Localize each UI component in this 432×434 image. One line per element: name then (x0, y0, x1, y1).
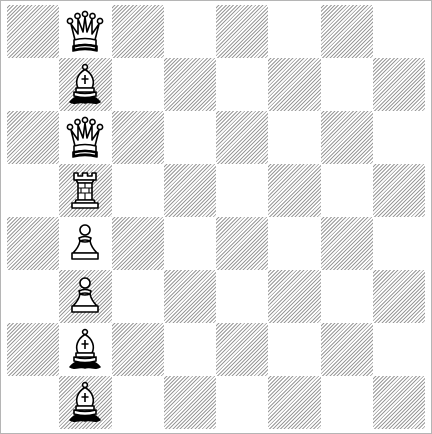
board-square-r1-c5[interactable] (268, 58, 320, 111)
board-square-r0-c7[interactable] (373, 5, 425, 58)
board-square-r2-c4[interactable] (216, 111, 268, 164)
board-square-r5-c3[interactable] (164, 270, 216, 323)
board-square-r4-c2[interactable] (112, 217, 164, 270)
board-square-r5-c7[interactable] (373, 270, 425, 323)
board-square-r2-c0[interactable] (7, 111, 59, 164)
board-square-r2-c2[interactable] (112, 111, 164, 164)
board-square-r7-c6[interactable] (321, 376, 373, 429)
board-square-r3-c2[interactable] (112, 164, 164, 217)
white-queen-icon[interactable] (59, 5, 111, 58)
board-square-r1-c3[interactable] (164, 58, 216, 111)
board-square-r2-c6[interactable] (321, 111, 373, 164)
board-square-r3-c1[interactable] (59, 164, 111, 217)
board-square-r3-c3[interactable] (164, 164, 216, 217)
board-square-r1-c1[interactable] (59, 58, 111, 111)
chess-board (7, 5, 425, 429)
board-square-r7-c4[interactable] (216, 376, 268, 429)
board-square-r6-c2[interactable] (112, 323, 164, 376)
board-square-r2-c1[interactable] (59, 111, 111, 164)
board-square-r4-c0[interactable] (7, 217, 59, 270)
board-square-r2-c7[interactable] (373, 111, 425, 164)
board-square-r1-c2[interactable] (112, 58, 164, 111)
board-square-r1-c4[interactable] (216, 58, 268, 111)
board-square-r1-c7[interactable] (373, 58, 425, 111)
board-square-r5-c0[interactable] (7, 270, 59, 323)
board-square-r7-c2[interactable] (112, 376, 164, 429)
board-square-r3-c7[interactable] (373, 164, 425, 217)
board-square-r5-c5[interactable] (268, 270, 320, 323)
board-square-r5-c2[interactable] (112, 270, 164, 323)
board-square-r2-c5[interactable] (268, 111, 320, 164)
board-square-r0-c5[interactable] (268, 5, 320, 58)
board-square-r6-c5[interactable] (268, 323, 320, 376)
board-square-r6-c0[interactable] (7, 323, 59, 376)
board-square-r0-c2[interactable] (112, 5, 164, 58)
board-square-r0-c4[interactable] (216, 5, 268, 58)
board-square-r4-c6[interactable] (321, 217, 373, 270)
board-square-r7-c5[interactable] (268, 376, 320, 429)
board-square-r6-c1[interactable] (59, 323, 111, 376)
board-square-r7-c0[interactable] (7, 376, 59, 429)
board-square-r4-c1[interactable] (59, 217, 111, 270)
board-square-r5-c4[interactable] (216, 270, 268, 323)
board-square-r2-c3[interactable] (164, 111, 216, 164)
board-square-r5-c6[interactable] (321, 270, 373, 323)
white-rook-icon[interactable] (59, 164, 111, 217)
board-square-r7-c3[interactable] (164, 376, 216, 429)
board-square-r7-c1[interactable] (59, 376, 111, 429)
white-pawn-icon[interactable] (59, 270, 111, 323)
board-square-r4-c5[interactable] (268, 217, 320, 270)
board-square-r4-c7[interactable] (373, 217, 425, 270)
board-square-r3-c5[interactable] (268, 164, 320, 217)
white-bishop-icon[interactable] (59, 376, 111, 429)
board-square-r0-c0[interactable] (7, 5, 59, 58)
board-square-r7-c7[interactable] (373, 376, 425, 429)
board-square-r3-c6[interactable] (321, 164, 373, 217)
white-pawn-icon[interactable] (59, 217, 111, 270)
board-square-r3-c0[interactable] (7, 164, 59, 217)
board-square-r0-c3[interactable] (164, 5, 216, 58)
board-square-r6-c3[interactable] (164, 323, 216, 376)
white-queen-icon[interactable] (59, 111, 111, 164)
board-square-r1-c0[interactable] (7, 58, 59, 111)
board-square-r5-c1[interactable] (59, 270, 111, 323)
board-square-r4-c4[interactable] (216, 217, 268, 270)
board-square-r3-c4[interactable] (216, 164, 268, 217)
board-square-r0-c6[interactable] (321, 5, 373, 58)
white-bishop-icon[interactable] (59, 323, 111, 376)
board-square-r1-c6[interactable] (321, 58, 373, 111)
white-bishop-icon[interactable] (59, 58, 111, 111)
board-square-r6-c4[interactable] (216, 323, 268, 376)
board-square-r0-c1[interactable] (59, 5, 111, 58)
board-square-r6-c7[interactable] (373, 323, 425, 376)
board-square-r4-c3[interactable] (164, 217, 216, 270)
board-square-r6-c6[interactable] (321, 323, 373, 376)
